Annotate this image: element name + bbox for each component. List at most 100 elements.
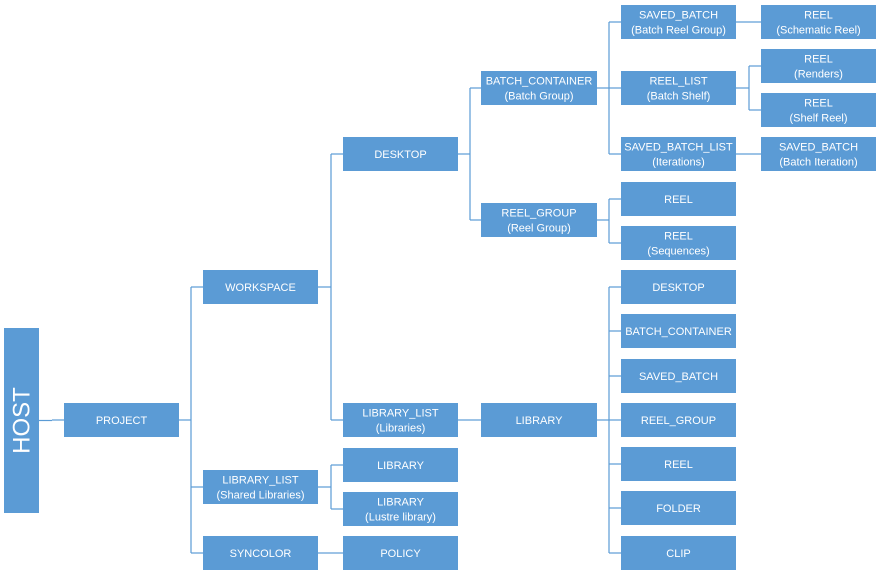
node-host: HOST [4, 328, 39, 513]
node-label: SAVED_BATCH [639, 10, 718, 22]
node-box [343, 448, 458, 482]
node-lib-clip: CLIP [621, 536, 736, 570]
node-box [203, 536, 318, 570]
node-box [343, 492, 458, 526]
node-box [343, 403, 458, 437]
node-reel-list: REEL_LIST(Batch Shelf) [621, 71, 736, 105]
node-box [621, 226, 736, 260]
node-library-list-shared: LIBRARY_LIST (Shared Libraries) [203, 470, 318, 504]
node-label: (Batch Shelf) [647, 91, 711, 103]
node-box [761, 137, 876, 171]
node-label: DESKTOP [652, 282, 704, 294]
node-label: LIBRARY [377, 460, 425, 472]
node-box [481, 71, 597, 105]
node-library-lustre: LIBRARY (Lustre library) [343, 492, 458, 526]
node-box [343, 536, 458, 570]
node-batch-container: BATCH_CONTAINER (Batch Group) [481, 71, 597, 105]
node-box [621, 314, 736, 348]
node-label: PROJECT [96, 415, 148, 427]
node-label: REEL [804, 10, 833, 22]
node-box [203, 270, 318, 304]
node-lib-folder: FOLDER [621, 491, 736, 525]
node-saved-batch-list: SAVED_BATCH_LIST (Iterations) [621, 137, 736, 171]
node-label: LIBRARY_LIST [362, 408, 439, 420]
node-reel-shelf: REEL (Shelf Reel) [761, 93, 876, 127]
node-label: BATCH_CONTAINER [486, 76, 593, 88]
node-project: PROJECT [64, 403, 179, 437]
node-label: LIBRARY [377, 497, 425, 509]
node-box [621, 491, 736, 525]
node-label: (Iterations) [652, 157, 705, 169]
node-reel-schematic: REEL(Schematic Reel) [761, 5, 876, 39]
node-label: (Sequences) [647, 246, 709, 258]
node-label: (Reel Group) [507, 223, 571, 235]
node-box [203, 470, 318, 504]
node-box [64, 403, 179, 437]
node-label: (Renders) [794, 69, 843, 81]
node-label: CLIP [666, 548, 690, 560]
node-box [621, 182, 736, 216]
node-label: HOST [9, 387, 36, 454]
node-box [621, 137, 736, 171]
node-box [621, 5, 736, 39]
node-label: (Lustre library) [365, 512, 436, 524]
node-label: LIBRARY_LIST [222, 475, 299, 487]
node-box [481, 403, 597, 437]
node-saved-batch: SAVED_BATCH(Batch Reel Group) [621, 5, 736, 39]
node-label: REEL [664, 459, 693, 471]
node-label: FOLDER [656, 503, 701, 515]
node-workspace: WORKSPACE [203, 270, 318, 304]
node-reel-group: REEL_GROUP (Reel Group) [481, 203, 597, 237]
node-box [621, 71, 736, 105]
node-box [761, 5, 876, 39]
node-box [761, 93, 876, 127]
node-box [761, 49, 876, 83]
node-label: REEL [804, 54, 833, 66]
node-label: POLICY [380, 548, 421, 560]
node-library: LIBRARY [481, 403, 597, 437]
node-lib-reel-group: REEL_GROUP [621, 403, 736, 437]
node-syncolor: SYNCOLOR [203, 536, 318, 570]
node-label: (Batch Group) [504, 91, 573, 103]
node-label: REEL [664, 194, 693, 206]
node-box [481, 203, 597, 237]
node-label: WORKSPACE [225, 282, 296, 294]
node-saved-batch-iter: SAVED_BATCH (Batch Iteration) [761, 137, 876, 171]
node-reel-renders: REEL (Renders) [761, 49, 876, 83]
node-label: (Libraries) [376, 423, 426, 435]
node-box [621, 270, 736, 304]
node-box [621, 447, 736, 481]
node-boxes: HOST PROJECT WORKSPACE LIBRARY_LIST (Shared … [4, 5, 876, 570]
node-label: (Shelf Reel) [789, 113, 847, 125]
node-label: REEL_GROUP [501, 208, 576, 220]
node-library-list: LIBRARY_LIST (Libraries) [343, 403, 458, 437]
node-reel-rg: REEL [621, 182, 736, 216]
node-box [621, 359, 736, 393]
node-label: BATCH_CONTAINER [625, 326, 732, 338]
node-policy: POLICY [343, 536, 458, 570]
node-desktop: DESKTOP [343, 137, 458, 171]
node-lib-desktop: DESKTOP [621, 270, 736, 304]
node-label: SYNCOLOR [230, 548, 292, 560]
node-library-shared: LIBRARY [343, 448, 458, 482]
node-label: (Shared Libraries) [216, 490, 304, 502]
node-box [621, 403, 736, 437]
node-box [4, 328, 39, 513]
node-label: REEL [664, 231, 693, 243]
node-lib-saved-batch: SAVED_BATCH [621, 359, 736, 393]
node-lib-reel: REEL [621, 447, 736, 481]
node-label: REEL_GROUP [641, 415, 716, 427]
node-label: (Batch Iteration) [779, 157, 857, 169]
node-label: REEL [804, 98, 833, 110]
node-label: SAVED_BATCH [779, 142, 858, 154]
node-label: SAVED_BATCH [639, 371, 718, 383]
node-label: DESKTOP [374, 149, 426, 161]
node-label: LIBRARY [516, 415, 564, 427]
node-box [621, 536, 736, 570]
node-label: SAVED_BATCH_LIST [624, 142, 733, 154]
node-lib-batch-container: BATCH_CONTAINER [621, 314, 736, 348]
connector-lines [39, 21, 761, 554]
node-box [343, 137, 458, 171]
node-reel-sequences: REEL (Sequences) [621, 226, 736, 260]
